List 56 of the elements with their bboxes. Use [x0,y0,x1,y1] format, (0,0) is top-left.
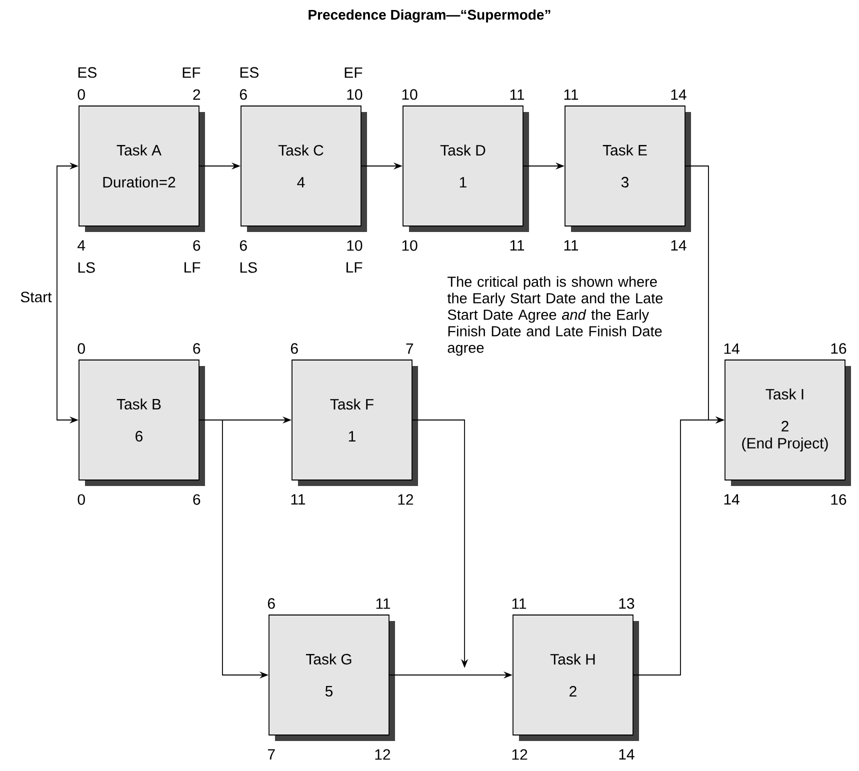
start-label: Start [20,292,52,302]
date-label: 14 [724,343,740,354]
date-label: LS [240,262,257,273]
date-label: 4 [78,240,86,251]
date-label: 16 [831,494,846,505]
date-label: 7 [406,343,414,354]
task-box: Task C 4 [240,106,367,232]
date-label: 11 [376,598,390,609]
date-label: LS [78,262,95,273]
task-box: Task A Duration=2 [78,106,205,232]
date-label: 10 [402,240,418,251]
date-label: EF [344,67,362,78]
date-label: 6 [193,240,200,251]
date-label: 14 [724,494,740,505]
date-label: 12 [375,749,390,760]
date-label: 16 [831,343,846,354]
date-label: LF [184,262,200,273]
note-text: The critical path is shown where the Early Start Date and the Late Start Date Agree and the Early Finish Date and Late Finish Date agree [447,276,663,356]
date-label: 2 [193,89,200,100]
task-box: Task B 6 [78,360,205,486]
date-label: 14 [671,89,686,100]
date-label: 12 [512,749,528,760]
date-label: 11 [291,494,306,505]
task-box: Task G 5 [268,614,395,741]
date-label: 11 [564,240,578,251]
date-label: 13 [619,598,634,609]
date-label: 6 [240,240,247,251]
date-label: LF [346,262,362,273]
task-box: Task E 3 [564,106,691,232]
date-label: 12 [398,494,414,505]
task-box: Task I 2 (End Project) [724,360,851,486]
date-label: 6 [240,89,247,100]
date-label: 6 [290,343,298,354]
date-label: 11 [510,240,524,251]
date-label: 11 [512,598,526,609]
date-label: 10 [347,240,362,251]
date-label: ES [78,67,97,78]
diagram-title: Precedence Diagram—“Supermode” [308,9,550,23]
date-label: 6 [193,343,200,354]
date-label: 0 [78,89,85,100]
date-label: 10 [402,89,418,100]
date-label: 14 [671,240,686,251]
date-label: 0 [78,343,85,354]
date-label: 7 [268,749,275,760]
task-box: Task D 1 [402,106,529,232]
date-label: 14 [619,749,634,760]
date-label: 6 [268,598,275,609]
date-label: EF [182,67,200,78]
task-box: Task F 1 [292,360,418,486]
date-label: 11 [564,89,578,100]
date-label: 10 [347,89,362,100]
date-label: 11 [510,89,524,100]
date-label: 6 [193,494,200,505]
date-label: ES [240,67,259,78]
task-box: Task H 2 [512,614,639,741]
date-label: 0 [78,494,85,505]
